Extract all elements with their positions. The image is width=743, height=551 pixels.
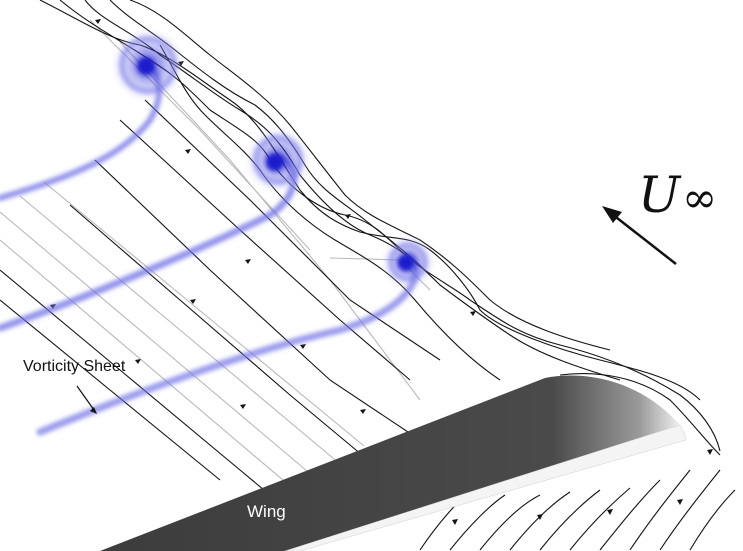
vorticity-sheet bbox=[0, 62, 419, 436]
wing-label: Wing bbox=[247, 502, 286, 521]
streamlines-light bbox=[0, 19, 431, 521]
vortex-core-1 bbox=[110, 27, 186, 103]
freestream-arrow bbox=[602, 206, 677, 265]
freestream-symbol: U bbox=[638, 166, 681, 224]
vorticity-label-pointer bbox=[76, 385, 97, 414]
freestream-velocity-label: U∞ bbox=[638, 170, 717, 220]
vorticity-sheet-label: Vorticity Sheet bbox=[23, 358, 126, 375]
vorticity-band-3 bbox=[36, 253, 419, 436]
vortex-core-3 bbox=[380, 234, 436, 290]
vortex-core-2 bbox=[244, 126, 312, 194]
infinity-subscript: ∞ bbox=[682, 173, 718, 222]
wing-shape bbox=[100, 375, 687, 551]
vortex-cores bbox=[110, 27, 436, 290]
streamline-arrowheads bbox=[50, 19, 713, 525]
